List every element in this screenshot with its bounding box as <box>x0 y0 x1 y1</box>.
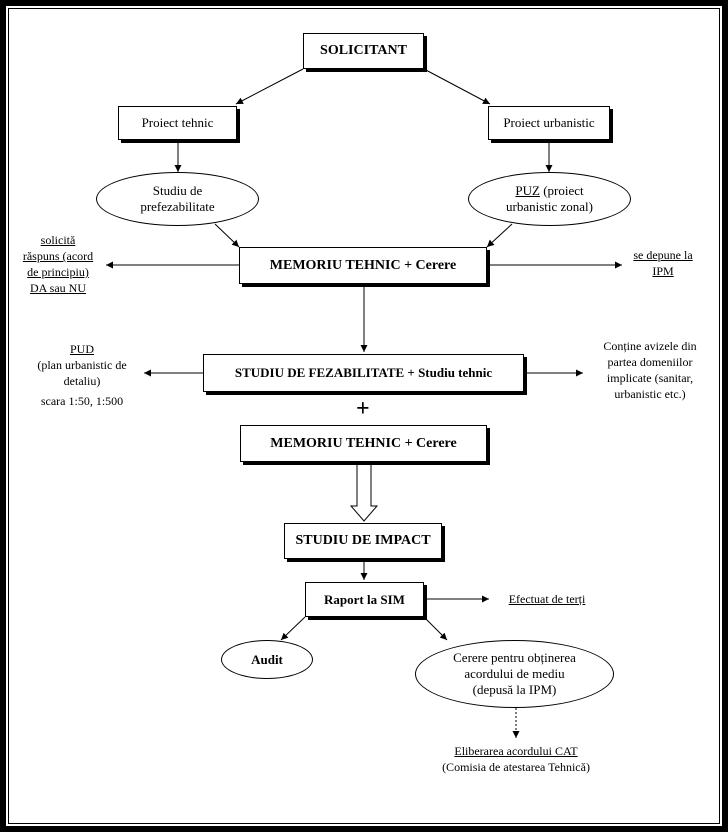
eliberarea-line2: (Comisia de atestarea Tehnică) <box>442 760 590 774</box>
solicita-line2: răspuns (acord <box>22 249 94 263</box>
arrow-raport-to-audit <box>280 616 306 641</box>
contine-line1: Conține avizele din <box>603 339 697 353</box>
audit-ellipse: Audit <box>221 640 313 679</box>
arrow-solicitant-to-proiect-urbanistic <box>423 68 491 105</box>
pud-line2: (plan urbanistic de <box>37 358 127 372</box>
studiu-prefezabilitate-line2: prefezabilitate <box>140 199 215 214</box>
memoriu-tehnic-box-1: MEMORIU TEHNIC + Cerere <box>239 247 487 284</box>
solicitant-label: SOLICITANT <box>320 43 407 58</box>
efectuat-note: Efectuat de terți <box>508 592 586 606</box>
studiu-prefezabilitate-ellipse: Studiu de prefezabilitate <box>96 172 259 226</box>
studiu-impact-label: STUDIU DE IMPACT <box>295 533 431 548</box>
puz-ellipse: PUZ (proiect urbanistic zonal) <box>468 172 631 226</box>
contine-note: Conține avizele din partea domeniilor im… <box>586 338 714 402</box>
pud-line4: scara 1:50, 1:500 <box>40 394 124 408</box>
solicita-line4: DA sau NU <box>30 281 86 295</box>
proiect-tehnic-box: Proiect tehnic <box>118 106 237 140</box>
contine-line4: urbanistic etc.) <box>614 387 686 401</box>
studiu-prefezabilitate-line1: Studiu de <box>152 183 203 198</box>
proiect-urbanistic-label: Proiect urbanistic <box>503 115 595 130</box>
memoriu-tehnic-label-2: MEMORIU TEHNIC + Cerere <box>270 435 457 451</box>
eliberarea-line1: Eliberarea acordului CAT <box>454 744 578 758</box>
eliberarea-note: Eliberarea acordului CAT (Comisia de ate… <box>416 743 616 775</box>
proiect-tehnic-label: Proiect tehnic <box>141 115 214 130</box>
arrow-puz-to-memoriu <box>486 223 513 248</box>
audit-label: Audit <box>251 651 283 667</box>
studiu-fezabilitate-box: STUDIU DE FEZABILITATE + Studiu tehnic <box>203 354 524 392</box>
cerere-line3: (depusă la IPM) <box>472 682 557 697</box>
arrow-raport-to-cerere <box>423 616 448 641</box>
solicita-line3: de principiu) <box>27 265 89 279</box>
puz-line1-rest: (proiect <box>539 183 584 198</box>
cerere-line1: Cerere pentru obținerea <box>453 650 576 665</box>
arrow-studiu-to-memoriu <box>214 223 240 248</box>
se-depune-note: se depune la IPM <box>616 247 710 279</box>
proiect-urbanistic-box: Proiect urbanistic <box>488 106 610 140</box>
solicitant-box: SOLICITANT <box>303 33 424 69</box>
puz-abbr: PUZ <box>515 183 540 198</box>
memoriu-tehnic-box-2: MEMORIU TEHNIC + Cerere <box>240 425 487 462</box>
se-depune-line2: IPM <box>652 264 674 278</box>
se-depune-line1: se depune la <box>633 248 693 262</box>
hollow-arrow-memoriu-to-impact <box>349 462 379 522</box>
solicita-note: solicită răspuns (acord de principiu) DA… <box>10 232 106 296</box>
pud-abbr: PUD <box>69 342 94 356</box>
pud-note: PUD (plan urbanistic de detaliu) scara 1… <box>20 341 144 409</box>
plus-sign: + <box>356 396 370 422</box>
cerere-line2: acordului de mediu <box>464 666 565 681</box>
contine-line3: implicate (sanitar, <box>606 371 694 385</box>
solicita-line1: solicită <box>40 233 76 247</box>
raport-sim-box: Raport la SIM <box>305 582 424 617</box>
cerere-ellipse: Cerere pentru obținerea acordului de med… <box>415 640 614 708</box>
pud-line3: detaliu) <box>63 374 101 388</box>
studiu-fezabilitate-label: STUDIU DE FEZABILITATE + Studiu tehnic <box>234 365 493 380</box>
inner-frame <box>8 8 720 824</box>
memoriu-tehnic-label-1: MEMORIU TEHNIC + Cerere <box>269 257 457 273</box>
raport-sim-label: Raport la SIM <box>324 591 405 607</box>
puz-line1: PUZ (proiect <box>515 183 583 199</box>
arrow-solicitant-to-proiect-tehnic <box>235 68 304 105</box>
studiu-impact-box: STUDIU DE IMPACT <box>284 523 442 559</box>
puz-line2: urbanistic zonal) <box>506 199 593 214</box>
contine-line2: partea domeniilor <box>607 355 693 369</box>
